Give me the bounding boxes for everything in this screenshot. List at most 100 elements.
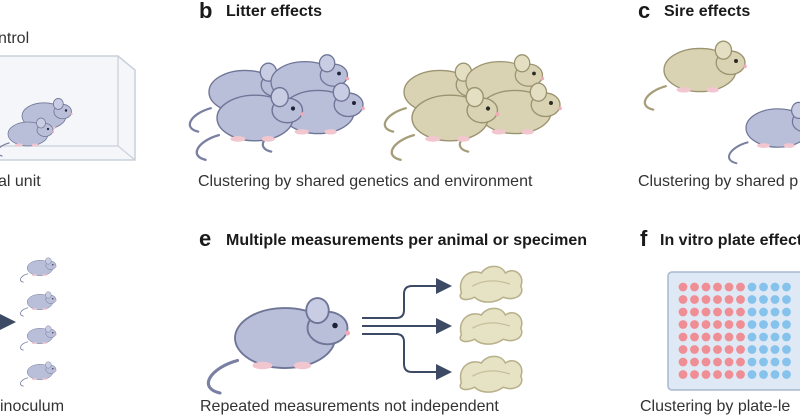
small-mouse-2 bbox=[19, 291, 58, 317]
plate-well bbox=[713, 307, 722, 317]
plate-well bbox=[701, 357, 711, 367]
plate-well bbox=[747, 370, 757, 379]
panel-b-letter: b bbox=[199, 0, 213, 23]
plate-well bbox=[759, 295, 768, 304]
plate-well bbox=[690, 295, 699, 304]
plate-well bbox=[736, 295, 745, 304]
plate-well bbox=[759, 282, 768, 292]
panel-e-heading: Multiple measurements per animal or spec… bbox=[226, 232, 588, 249]
plate-well bbox=[747, 332, 757, 342]
plate-well bbox=[701, 320, 711, 329]
plate-well bbox=[724, 307, 734, 317]
plate-well bbox=[724, 370, 734, 379]
panel-a-heading: ntrol bbox=[0, 30, 30, 47]
plate-well bbox=[782, 295, 791, 304]
plate-well bbox=[770, 320, 780, 329]
plate-well bbox=[724, 282, 734, 292]
plate-well bbox=[770, 307, 780, 317]
plate-well bbox=[759, 357, 768, 367]
plate-well bbox=[690, 357, 699, 367]
plate-well bbox=[782, 370, 791, 379]
well-plate bbox=[667, 271, 800, 391]
plate-well bbox=[701, 345, 711, 354]
plate-well bbox=[690, 332, 699, 342]
plate-well bbox=[736, 282, 745, 292]
plate-well bbox=[678, 345, 688, 354]
plate-well bbox=[736, 357, 745, 367]
plate-well bbox=[678, 370, 688, 379]
panel-c-letter: c bbox=[638, 0, 651, 23]
panel-e-letter: e bbox=[199, 226, 212, 251]
plate-well bbox=[690, 345, 699, 354]
small-mouse-1 bbox=[19, 257, 58, 283]
plate-well bbox=[759, 307, 768, 317]
plate-well bbox=[713, 320, 722, 329]
plate-well bbox=[747, 357, 757, 367]
panel-c-heading: Sire effects bbox=[664, 3, 751, 20]
plate-well bbox=[736, 370, 745, 379]
plate-well bbox=[770, 370, 780, 379]
plate-well bbox=[747, 320, 757, 329]
panel-a-caption-2: inoculum bbox=[0, 398, 65, 415]
plate-well bbox=[747, 295, 757, 304]
plate-well bbox=[770, 295, 780, 304]
sire-mouse-blue bbox=[727, 101, 800, 165]
plate-well bbox=[701, 370, 711, 379]
plate-well bbox=[690, 320, 699, 329]
litter-tan bbox=[383, 53, 563, 161]
plate-well bbox=[690, 307, 699, 317]
plate-well bbox=[747, 345, 757, 354]
plate-well bbox=[770, 282, 780, 292]
panel-f-heading: In vitro plate effect bbox=[660, 232, 800, 249]
tissue-specimen-1 bbox=[459, 265, 523, 303]
plate-well bbox=[736, 332, 745, 342]
tissue-specimen-2 bbox=[459, 307, 523, 345]
plate-well bbox=[759, 320, 768, 329]
plate-well bbox=[701, 295, 711, 304]
plate-well bbox=[736, 307, 745, 317]
plate-well bbox=[782, 332, 791, 342]
plate-well bbox=[678, 282, 688, 292]
panel-b-caption: Clustering by shared genetics and enviro… bbox=[198, 173, 533, 190]
plate-well bbox=[724, 357, 734, 367]
plate-well bbox=[747, 307, 757, 317]
plate-well bbox=[690, 370, 699, 379]
panel-f-caption: Clustering by plate-le bbox=[640, 398, 791, 415]
sire-mouse-tan bbox=[643, 40, 748, 111]
plate-well bbox=[678, 357, 688, 367]
plate-well bbox=[770, 357, 780, 367]
plate-well bbox=[747, 282, 757, 292]
plate-well bbox=[701, 332, 711, 342]
measurement-arrows bbox=[362, 278, 452, 380]
tissue-specimen-3 bbox=[459, 355, 523, 393]
plate-well bbox=[678, 307, 688, 317]
plate-well bbox=[678, 320, 688, 329]
plate-well bbox=[782, 357, 791, 367]
plate-well bbox=[713, 332, 722, 342]
plate-well bbox=[701, 307, 711, 317]
small-mouse-4 bbox=[19, 361, 58, 387]
plate-well bbox=[736, 320, 745, 329]
panel-f-letter: f bbox=[640, 226, 648, 251]
panel-b-heading: Litter effects bbox=[226, 3, 323, 20]
panel-a-caption: al unit bbox=[0, 173, 41, 190]
plate-well bbox=[690, 282, 699, 292]
plate-well bbox=[759, 345, 768, 354]
panel-c-caption: Clustering by shared p bbox=[638, 173, 799, 190]
specimen-mouse bbox=[206, 296, 352, 395]
plate-well bbox=[782, 282, 791, 292]
plate-well bbox=[782, 320, 791, 329]
plate-well bbox=[713, 295, 722, 304]
plate-well bbox=[759, 370, 768, 379]
litter-blue bbox=[188, 53, 366, 161]
plate-well bbox=[770, 332, 780, 342]
plate-well bbox=[782, 307, 791, 317]
plate-well bbox=[782, 345, 791, 354]
plate-well bbox=[736, 345, 745, 354]
plate-well bbox=[713, 345, 722, 354]
plate-well bbox=[724, 345, 734, 354]
plate-well bbox=[701, 282, 711, 292]
plate-well bbox=[713, 282, 722, 292]
plate-well bbox=[770, 345, 780, 354]
